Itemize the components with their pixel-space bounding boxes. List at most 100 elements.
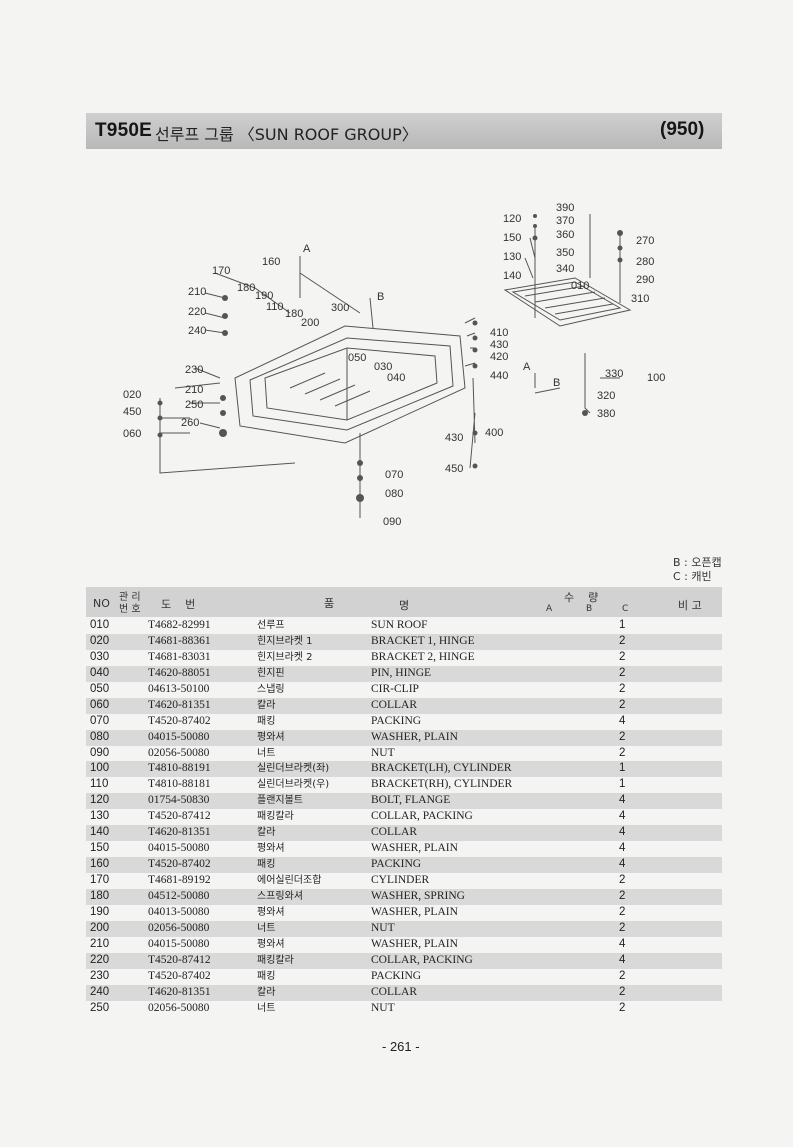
svg-text:110: 110 — [266, 301, 284, 313]
part-number: T4810-88191 — [148, 762, 211, 775]
header-qty: 수 량 — [564, 591, 599, 604]
ref-number: 110 — [90, 778, 109, 791]
svg-text:160: 160 — [262, 256, 280, 268]
part-number: T4620-81351 — [148, 826, 211, 839]
ref-number: 100 — [90, 762, 110, 775]
part-number: 02056-50080 — [148, 921, 210, 934]
quantity: 4 — [619, 794, 626, 807]
svg-text:070: 070 — [385, 469, 403, 481]
quantity: 2 — [619, 650, 626, 663]
svg-text:010: 010 — [571, 280, 589, 292]
english-name: COLLAR — [371, 698, 417, 711]
quantity: 4 — [619, 810, 626, 823]
svg-text:B: B — [553, 377, 560, 389]
ref-number: 200 — [90, 921, 110, 934]
part-number: T4620-81351 — [148, 698, 211, 711]
english-name: COLLAR — [371, 985, 417, 998]
group-title: 선루프 그룹 〈SUN ROOF GROUP〉 — [155, 125, 418, 144]
title-bar — [86, 113, 722, 149]
quantity: 4 — [619, 953, 626, 966]
ref-number: 170 — [90, 874, 110, 886]
page-number: - 261 - — [382, 1039, 420, 1054]
svg-text:350: 350 — [556, 247, 574, 259]
quantity: 2 — [619, 730, 626, 743]
legend: B : 오픈캡 C : 캐빈 — [673, 556, 722, 584]
ref-number: 030 — [90, 650, 110, 663]
part-number: T4681-88361 — [148, 634, 211, 647]
english-name: PACKING — [371, 969, 422, 982]
svg-text:450: 450 — [123, 406, 141, 418]
quantity: 2 — [619, 698, 626, 711]
korean-name: 너트 — [257, 922, 276, 934]
korean-name: 플랜지볼트 — [257, 795, 303, 807]
part-number: T4682-82991 — [148, 619, 211, 631]
quantity: 2 — [619, 905, 626, 918]
part-number: 04015-50080 — [148, 937, 210, 950]
english-name: PACKING — [371, 714, 422, 727]
svg-text:190: 190 — [255, 290, 273, 302]
ref-number: 010 — [90, 619, 110, 631]
ref-number: 070 — [90, 714, 110, 727]
english-name: CIR-CLIP — [371, 682, 419, 695]
quantity: 1 — [619, 778, 626, 791]
part-number: T4520-87402 — [148, 858, 211, 871]
svg-text:B: B — [377, 291, 384, 303]
svg-text:270: 270 — [636, 235, 654, 247]
part-number: 04512-50080 — [148, 889, 210, 902]
quantity: 2 — [619, 874, 626, 886]
ref-number: 080 — [90, 730, 110, 743]
korean-name: 평와셔 — [257, 843, 285, 855]
part-number: 04613-50100 — [148, 682, 210, 695]
quantity: 4 — [619, 826, 626, 839]
group-number: (950) — [660, 119, 705, 140]
header-mgmt-2: 번 호 — [119, 604, 141, 615]
header-mgmt-1: 관 리 — [119, 592, 141, 603]
english-name: WASHER, PLAIN — [371, 842, 458, 855]
part-number: T4620-88051 — [148, 666, 211, 679]
ref-number: 130 — [90, 810, 110, 823]
svg-text:250: 250 — [185, 399, 203, 411]
svg-text:030: 030 — [374, 361, 392, 373]
quantity: 4 — [619, 714, 626, 727]
quantity: 4 — [619, 937, 626, 950]
korean-name: 힌지핀 — [257, 667, 285, 679]
svg-text:290: 290 — [636, 274, 654, 286]
svg-text:280: 280 — [636, 256, 654, 268]
korean-name: 너트 — [257, 1002, 276, 1014]
korean-name: 패킹칼라 — [257, 811, 294, 823]
svg-text:210: 210 — [188, 286, 206, 298]
header-qty-c: C — [622, 604, 629, 614]
quantity: 2 — [619, 666, 626, 679]
part-number: T4520-87412 — [148, 810, 211, 823]
korean-name: 에어실린더조합 — [257, 875, 322, 886]
svg-text:210: 210 — [185, 384, 203, 396]
part-number: T4620-81351 — [148, 985, 211, 998]
part-number: T4520-87402 — [148, 969, 211, 982]
header-qty-a: A — [546, 604, 553, 614]
svg-text:400: 400 — [485, 427, 503, 439]
sun-roof-frame — [234, 325, 466, 444]
svg-text:060: 060 — [123, 428, 141, 440]
svg-text:A: A — [523, 361, 531, 373]
ref-number: 050 — [90, 682, 110, 695]
english-name: SUN ROOF — [371, 619, 428, 631]
header-qty-b: B — [586, 604, 593, 614]
svg-text:020: 020 — [123, 389, 141, 401]
svg-text:040: 040 — [387, 372, 405, 384]
ref-number: 210 — [90, 937, 110, 950]
part-number: 04015-50080 — [148, 730, 210, 743]
svg-text:260: 260 — [181, 417, 199, 429]
